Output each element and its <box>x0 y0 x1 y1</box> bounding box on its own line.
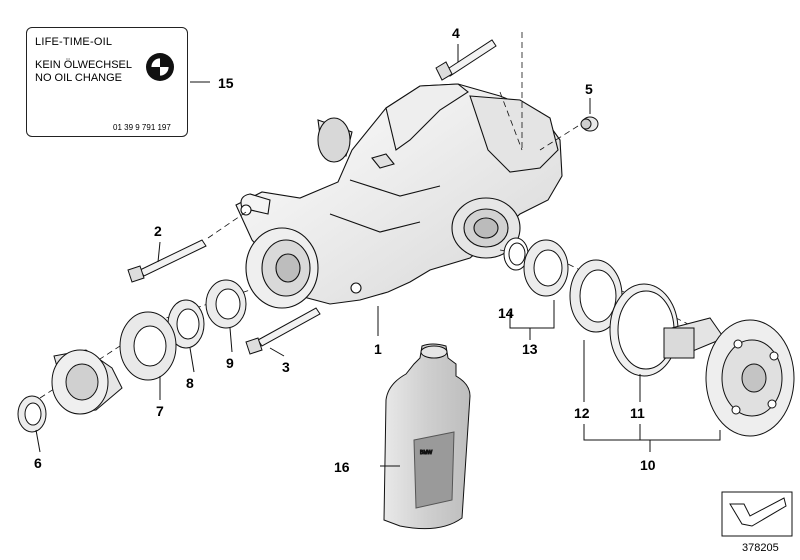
plug-part-5 <box>580 116 599 132</box>
label-line-3: NO OIL CHANGE <box>35 72 122 84</box>
seal-part-9 <box>205 279 247 329</box>
callout-11: 11 <box>630 405 645 421</box>
label-line-1: LIFE-TIME-OIL <box>35 36 113 48</box>
bolt-part-2 <box>127 239 207 283</box>
leader-lines <box>35 44 721 467</box>
ring-part-6 <box>17 395 47 433</box>
label-part-number: 01 39 9 791 197 <box>113 123 171 132</box>
callout-15: 15 <box>218 75 234 91</box>
gasket-part-12 <box>569 259 623 333</box>
bolt-part-4 <box>435 39 497 81</box>
callout-14: 14 <box>498 305 514 321</box>
callout-16: 16 <box>334 459 350 475</box>
oil-bottle-part-16: BMW <box>383 343 471 530</box>
callout-12: 12 <box>574 405 590 421</box>
callout-9: 9 <box>226 355 234 371</box>
lifetime-oil-label: LIFE-TIME-OIL KEIN ÖLWECHSEL NO OIL CHAN… <box>26 27 188 137</box>
callout-1: 1 <box>374 341 382 357</box>
bottle-label-text: BMW <box>420 450 433 456</box>
callout-13: 13 <box>522 341 538 357</box>
callout-7: 7 <box>156 403 164 419</box>
ring-part-8 <box>167 299 205 349</box>
callout-6: 6 <box>34 455 42 471</box>
drive-flange-part-10 <box>663 317 795 437</box>
bmw-roundel-icon <box>146 53 174 81</box>
ring-part-14 <box>503 237 529 271</box>
callout-3: 3 <box>282 359 290 375</box>
output-flange-part <box>51 349 123 415</box>
flange-part-7 <box>119 311 177 381</box>
differential-housing <box>235 83 563 309</box>
seal-part-13 <box>523 239 569 297</box>
callout-5: 5 <box>585 81 593 97</box>
reference-id: 378205 <box>742 542 779 554</box>
callout-4: 4 <box>452 25 460 41</box>
callout-2: 2 <box>154 223 162 239</box>
reference-pictogram <box>721 491 793 537</box>
callout-10: 10 <box>640 457 656 473</box>
bolt-part-3 <box>245 307 321 355</box>
callout-8: 8 <box>186 375 194 391</box>
seal-part-11 <box>609 283 679 377</box>
label-line-2: KEIN ÖLWECHSEL <box>35 59 132 71</box>
